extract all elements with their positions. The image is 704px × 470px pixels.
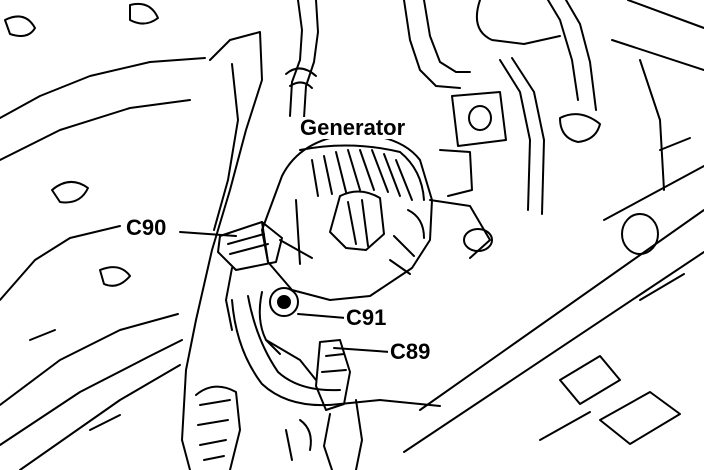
label-generator: Generator [298, 115, 408, 140]
wiring-harness [231, 295, 441, 470]
terminal-c91-drawing [258, 287, 299, 355]
label-c90: C90 [124, 215, 169, 240]
upper-right-bracket [429, 91, 507, 259]
upper-hoses [285, 0, 601, 215]
label-c89: C89 [388, 339, 433, 364]
mounting-bracket [181, 31, 263, 470]
leader-lines [179, 231, 391, 353]
label-c91: C91 [344, 305, 389, 330]
connector-c90-drawing [217, 221, 283, 331]
left-body-panel [0, 2, 206, 470]
generator-body [261, 133, 433, 301]
right-chassis-rail [403, 0, 704, 453]
